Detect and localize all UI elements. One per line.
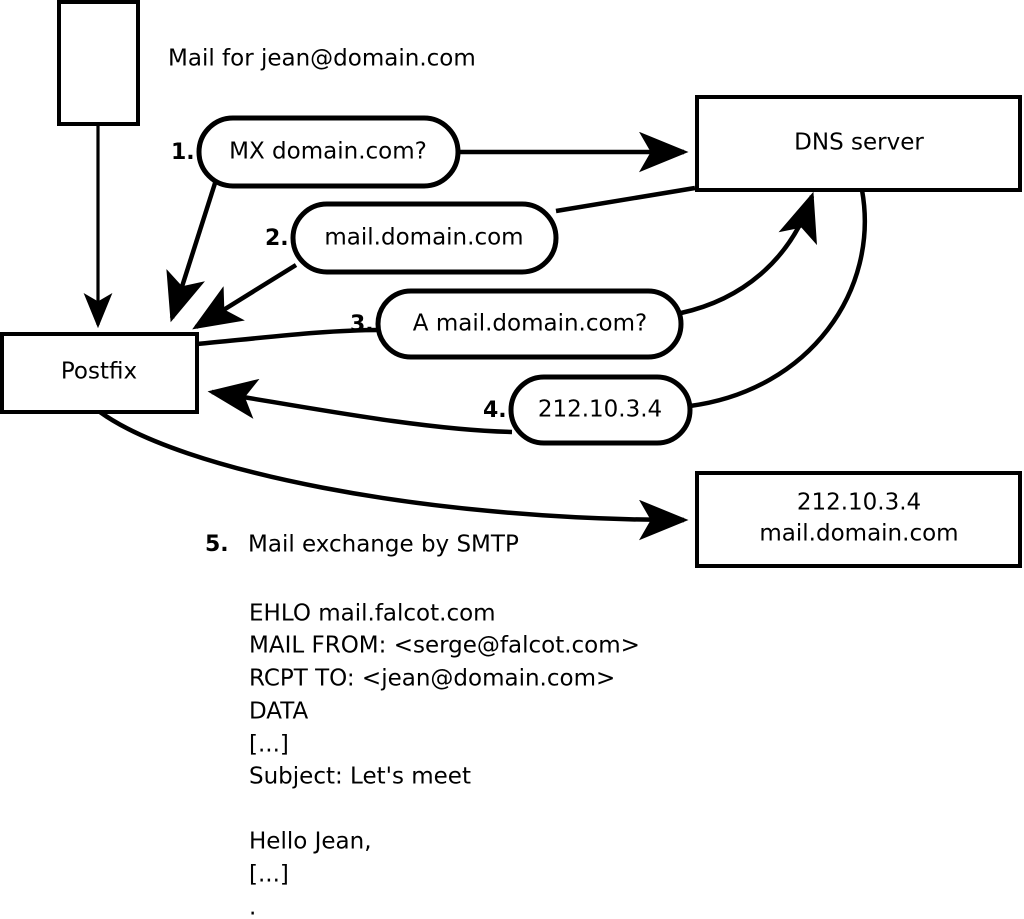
step-5-number: 5. [205,532,229,557]
smtp-line-0: EHLO mail.falcot.com [249,601,496,627]
step-4-bubble[interactable] [508,374,693,446]
edge-dns-to-step4 [689,189,868,409]
edge-dns-to-step2 [555,185,696,214]
step-1-number: 1. [171,140,195,165]
node-dns-box[interactable] [695,95,1022,192]
step-5-label: Mail exchange by SMTP [248,532,519,558]
node-dns-label: DNS server [794,130,924,156]
smtp-line-3: DATA [249,699,309,725]
node-postfix-box[interactable] [0,332,199,414]
edge-postfix-to-step3 [196,327,381,347]
step-3-label: A mail.domain.com? [413,311,647,337]
step-1-label: MX domain.com? [229,139,427,165]
node-client-box[interactable] [57,0,140,126]
node-mailserver-label-ip: 212.10.3.4 [797,490,921,516]
step-2-label: mail.domain.com [324,225,523,251]
edge-step4-to-postfix [207,378,513,435]
node-mailserver-label-host: mail.domain.com [759,521,958,547]
edge-step2-leader-postfix [192,263,298,330]
node-postfix-label: Postfix [61,359,137,385]
node-mailserver-box[interactable] [695,471,1022,568]
smtp-line-4: [...] [249,732,289,758]
edge-step1-leader-postfix [166,179,219,323]
smtp-line-1: MAIL FROM: <serge@falcot.com> [249,633,640,659]
smtp-line-2: RCPT TO: <jean@domain.com> [249,666,615,692]
header-caption: Mail for jean@domain.com [168,46,476,72]
step-2-bubble[interactable] [290,201,559,275]
step-1-bubble[interactable] [196,115,461,189]
step-3-number: 3. [350,312,374,337]
smtp-line-9: . [249,895,256,919]
step-4-label: 212.10.3.4 [538,397,662,423]
step-2-number: 2. [265,226,289,251]
step-4-number: 4. [483,398,507,423]
smtp-line-7: Hello Jean, [249,829,372,855]
smtp-line-8: [...] [249,862,289,888]
smtp-line-5: Subject: Let's meet [249,764,471,790]
step-3-bubble[interactable] [375,288,684,360]
edge-postfix-to-mailserver [98,410,689,541]
edge-step3-to-dns [680,191,817,316]
